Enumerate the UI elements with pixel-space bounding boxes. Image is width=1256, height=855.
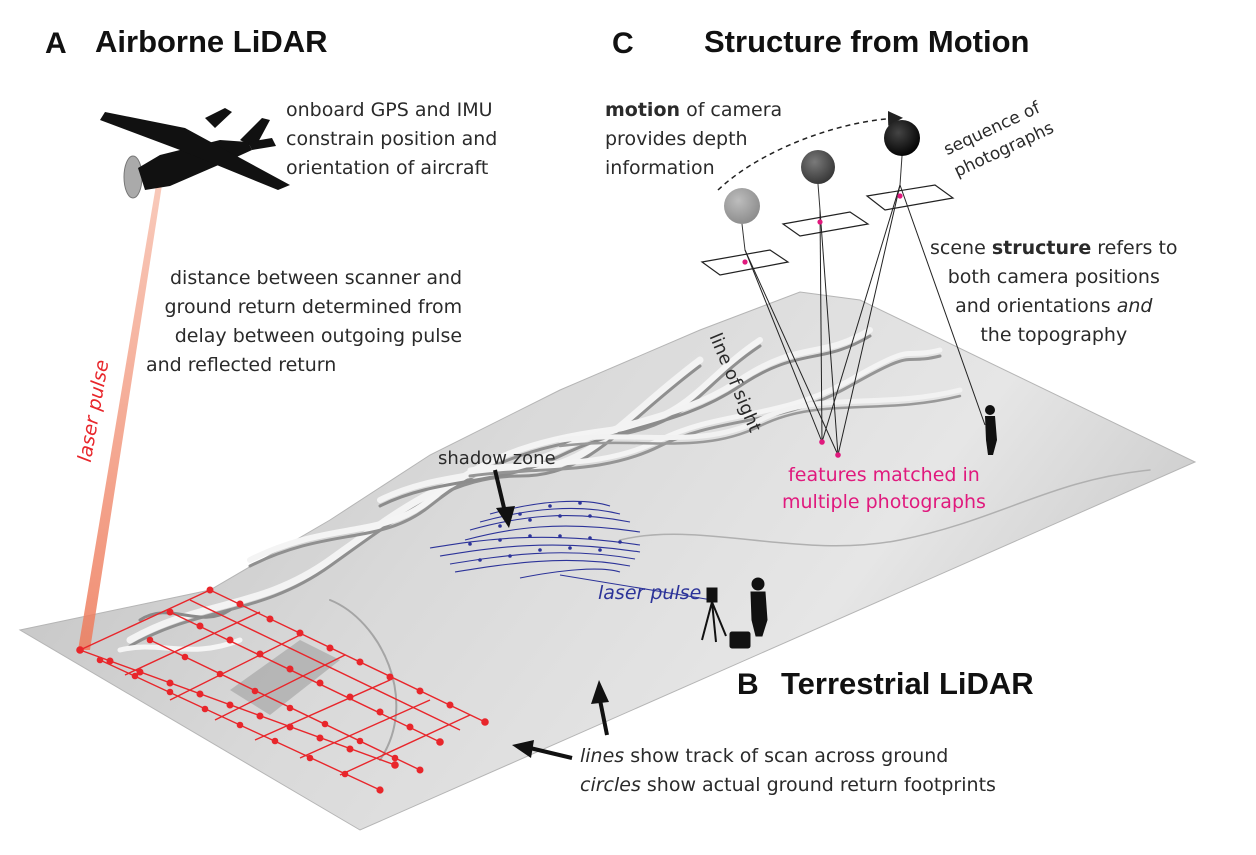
- scan-legend-line-1: lines show track of scan across ground: [580, 742, 996, 771]
- structure-caption: scene structure refers to both camera po…: [930, 234, 1178, 350]
- motion-line-2: provides depth: [605, 128, 748, 150]
- structure-line-4: the topography: [980, 324, 1128, 346]
- features-line-1: features matched in: [788, 464, 980, 486]
- structure-line-1: scene structure refers to: [930, 234, 1178, 263]
- structure-line-3-pre: and orientations: [955, 295, 1117, 317]
- distance-line-2: ground return determined from: [164, 296, 463, 318]
- gps-imu-line-2: constrain position and: [286, 128, 498, 150]
- structure-and-word: and: [1116, 295, 1153, 317]
- scan-legend-line-2: circles show actual ground return footpr…: [580, 771, 996, 800]
- structure-word: structure: [991, 237, 1092, 259]
- aircraft-silhouette: [100, 108, 290, 199]
- distance-line-3: delay between outgoing pulse: [174, 325, 463, 347]
- panel-title-structure-from-motion: Structure from Motion: [704, 24, 1030, 59]
- structure-pre: scene: [930, 237, 992, 259]
- terrestrial-laser-pulse-label: laser pulse: [598, 582, 702, 604]
- gps-imu-line-1: onboard GPS and IMU: [286, 99, 493, 121]
- airborne-ground-footprints: [76, 586, 489, 794]
- terrestrial-scan-points: [468, 501, 622, 562]
- sfm-person-silhouette: [985, 405, 997, 455]
- airborne-scan-tracks: [79, 589, 486, 791]
- panel-title-terrestrial-lidar: Terrestrial LiDAR: [781, 666, 1034, 701]
- lines-rest: show track of scan across ground: [624, 745, 949, 767]
- circles-rest: show actual ground return footprints: [640, 774, 996, 796]
- airborne-laser-beam: [78, 185, 162, 650]
- motion-rest: of camera: [680, 99, 783, 121]
- gps-imu-caption: onboard GPS and IMU constrain position a…: [286, 96, 497, 183]
- shadow-zone-label: shadow zone: [438, 448, 556, 469]
- terrestrial-scanner-silhouette: [701, 577, 768, 649]
- scan-legend-caption: lines show track of scan across ground c…: [580, 742, 996, 800]
- features-line-2: multiple photographs: [782, 491, 986, 513]
- panel-letter-a: A: [45, 27, 67, 60]
- motion-word: motion: [605, 99, 681, 121]
- motion-line-1: motion of camera: [605, 96, 782, 125]
- distance-caption: distance between scanner and ground retu…: [146, 264, 462, 380]
- features-caption: features matched in multiple photographs: [782, 462, 986, 516]
- gps-imu-line-3: orientation of aircraft: [286, 157, 489, 179]
- structure-line-3: and orientations and: [930, 292, 1178, 321]
- circles-word: circles: [580, 774, 641, 796]
- annotation-arrows: [493, 469, 609, 760]
- terrain-ridges: [117, 327, 1151, 761]
- panel-letter-b: B: [737, 668, 759, 701]
- structure-line-2: both camera positions: [947, 266, 1160, 288]
- distance-line-4: and reflected return: [146, 354, 337, 376]
- distance-line-1: distance between scanner and: [170, 267, 463, 289]
- structure-post: refers to: [1091, 237, 1178, 259]
- panel-letter-c: C: [612, 27, 634, 60]
- sfm-cameras: [700, 110, 986, 458]
- panel-title-airborne-lidar: Airborne LiDAR: [95, 24, 328, 59]
- lines-word: lines: [580, 745, 625, 767]
- motion-line-3: information: [605, 157, 715, 179]
- motion-caption: motion of camera provides depth informat…: [605, 96, 782, 183]
